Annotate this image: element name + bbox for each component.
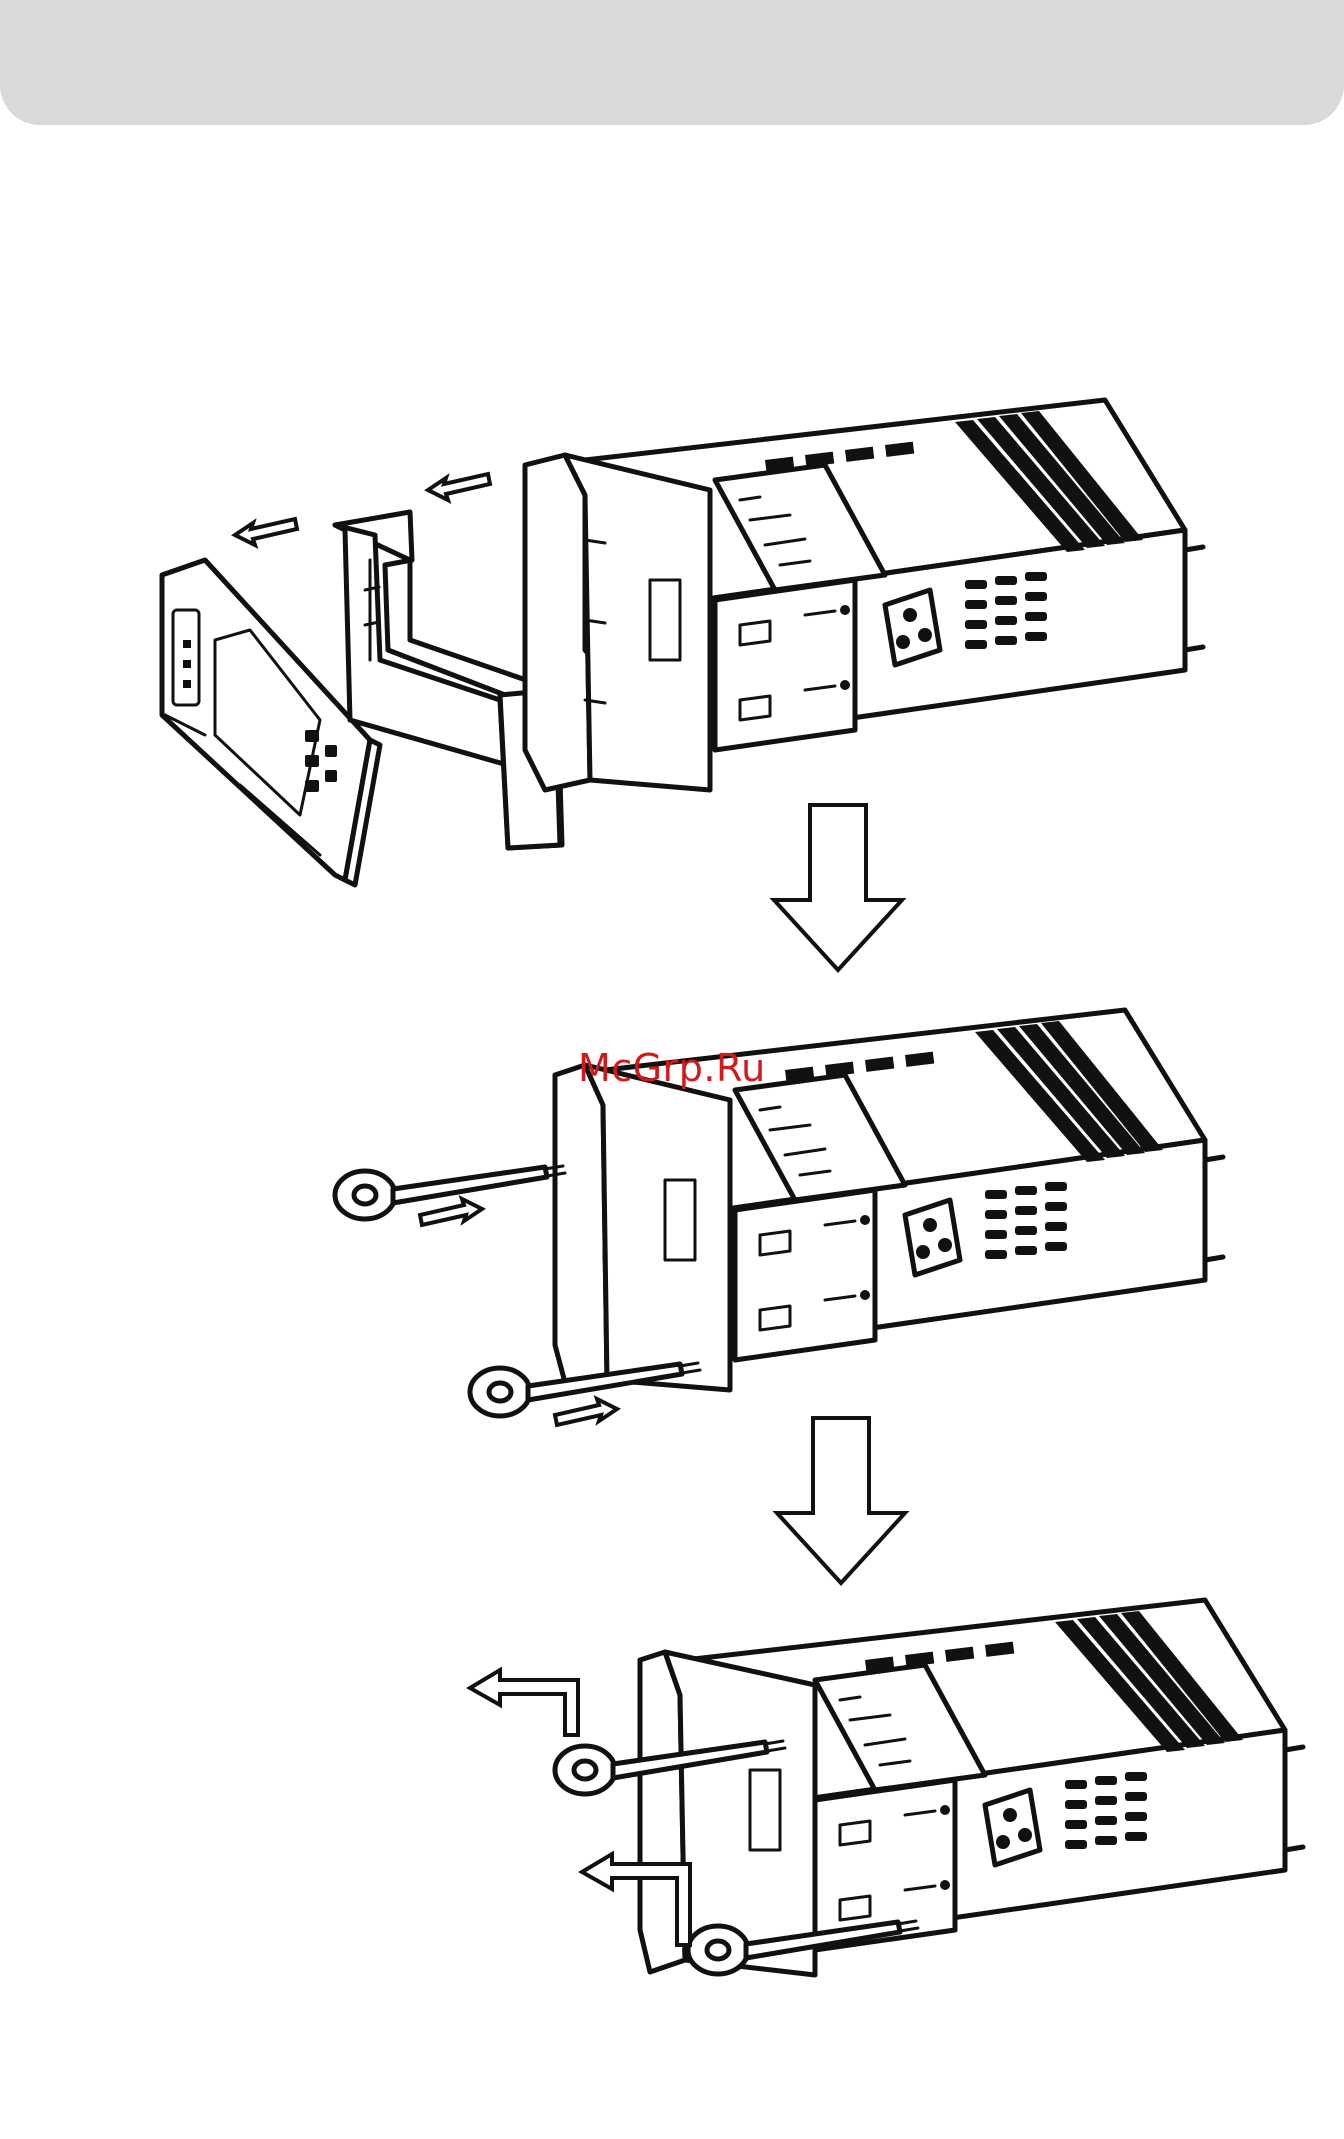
radio-chassis: [640, 1600, 1303, 1975]
down-arrow-1: [774, 805, 902, 970]
down-arrow-2: [777, 1418, 905, 1583]
pull-arrow-upper: [470, 1670, 578, 1735]
arrow-left-trim: [428, 474, 490, 500]
step-2-insert-keys: [335, 1010, 1223, 1425]
watermark: McGrp.Ru: [578, 1046, 766, 1090]
arrow-right-lower: [555, 1399, 617, 1425]
step-3-pull-out: [470, 1600, 1303, 1975]
radio-chassis: [525, 400, 1203, 790]
step-1-faceplate-removal: [162, 400, 1203, 885]
arrow-right-upper: [420, 1199, 482, 1225]
arrow-left-faceplate: [235, 519, 297, 545]
